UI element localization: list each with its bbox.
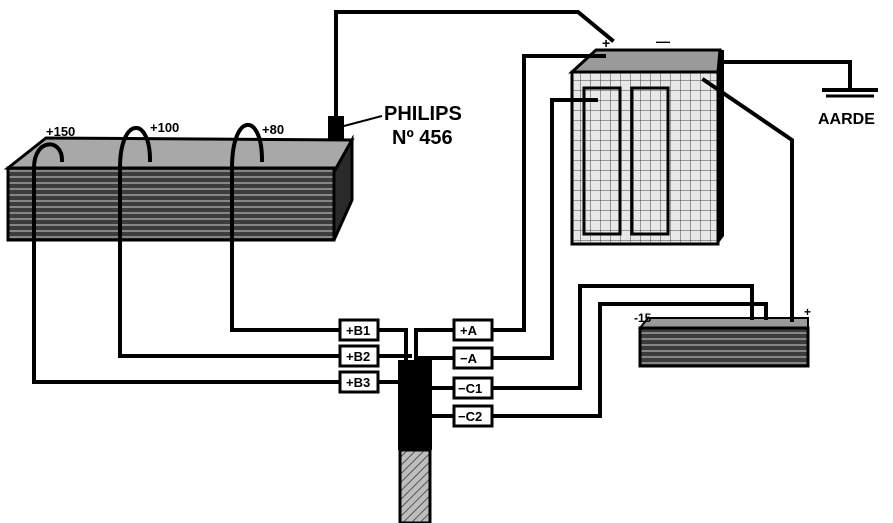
svg-text:+B3: +B3 [346, 375, 370, 390]
accumulator: + — [568, 33, 724, 246]
tap-loop-80 [229, 123, 265, 171]
terminal-a-minus[interactable]: −A [452, 346, 494, 370]
tube-number-label: Nº 456 [392, 127, 453, 149]
tube-brand-label: PHILIPS [384, 103, 462, 125]
svg-text:+A: +A [460, 323, 478, 338]
anode-battery-body [6, 166, 336, 242]
accumulator-plus-label: + [602, 35, 610, 51]
accumulator-top [568, 48, 722, 74]
cable-braid [398, 448, 432, 523]
terminal-b3[interactable]: +B3 [338, 370, 380, 394]
terminal-a-plus[interactable]: +A [452, 318, 494, 342]
bias-label-minus15: -15 [634, 311, 652, 325]
svg-text:+B1: +B1 [346, 323, 370, 338]
tap-loop-150 [31, 142, 65, 171]
terminal-b2[interactable]: +B2 [338, 344, 380, 368]
tap-label-150: +150 [46, 124, 75, 139]
svg-text:−C2: −C2 [458, 409, 482, 424]
bias-battery: -15 + [634, 305, 811, 368]
terminal-b1[interactable]: +B1 [338, 318, 380, 342]
terminal-c2[interactable]: −C2 [452, 404, 494, 428]
cable-core [398, 360, 432, 450]
tube-socket [328, 116, 344, 140]
bias-label-plus: + [804, 305, 811, 319]
terminal-c1[interactable]: −C1 [452, 376, 494, 400]
accumulator-side [718, 50, 724, 244]
accumulator-minus-label: — [656, 33, 670, 49]
svg-text:−A: −A [460, 351, 478, 366]
svg-text:+B2: +B2 [346, 349, 370, 364]
bias-battery-body [638, 326, 810, 368]
anode-battery: +150 +100 +80 [3, 116, 355, 242]
ground-label: AARDE [818, 111, 875, 128]
tap-label-80: +80 [262, 122, 284, 137]
ground-symbol [822, 62, 878, 98]
tap-label-100: +100 [150, 120, 179, 135]
accumulator-body [570, 70, 720, 246]
tap-loop-100 [117, 126, 153, 171]
svg-text:−C1: −C1 [458, 381, 482, 396]
anode-battery-side [332, 134, 354, 241]
